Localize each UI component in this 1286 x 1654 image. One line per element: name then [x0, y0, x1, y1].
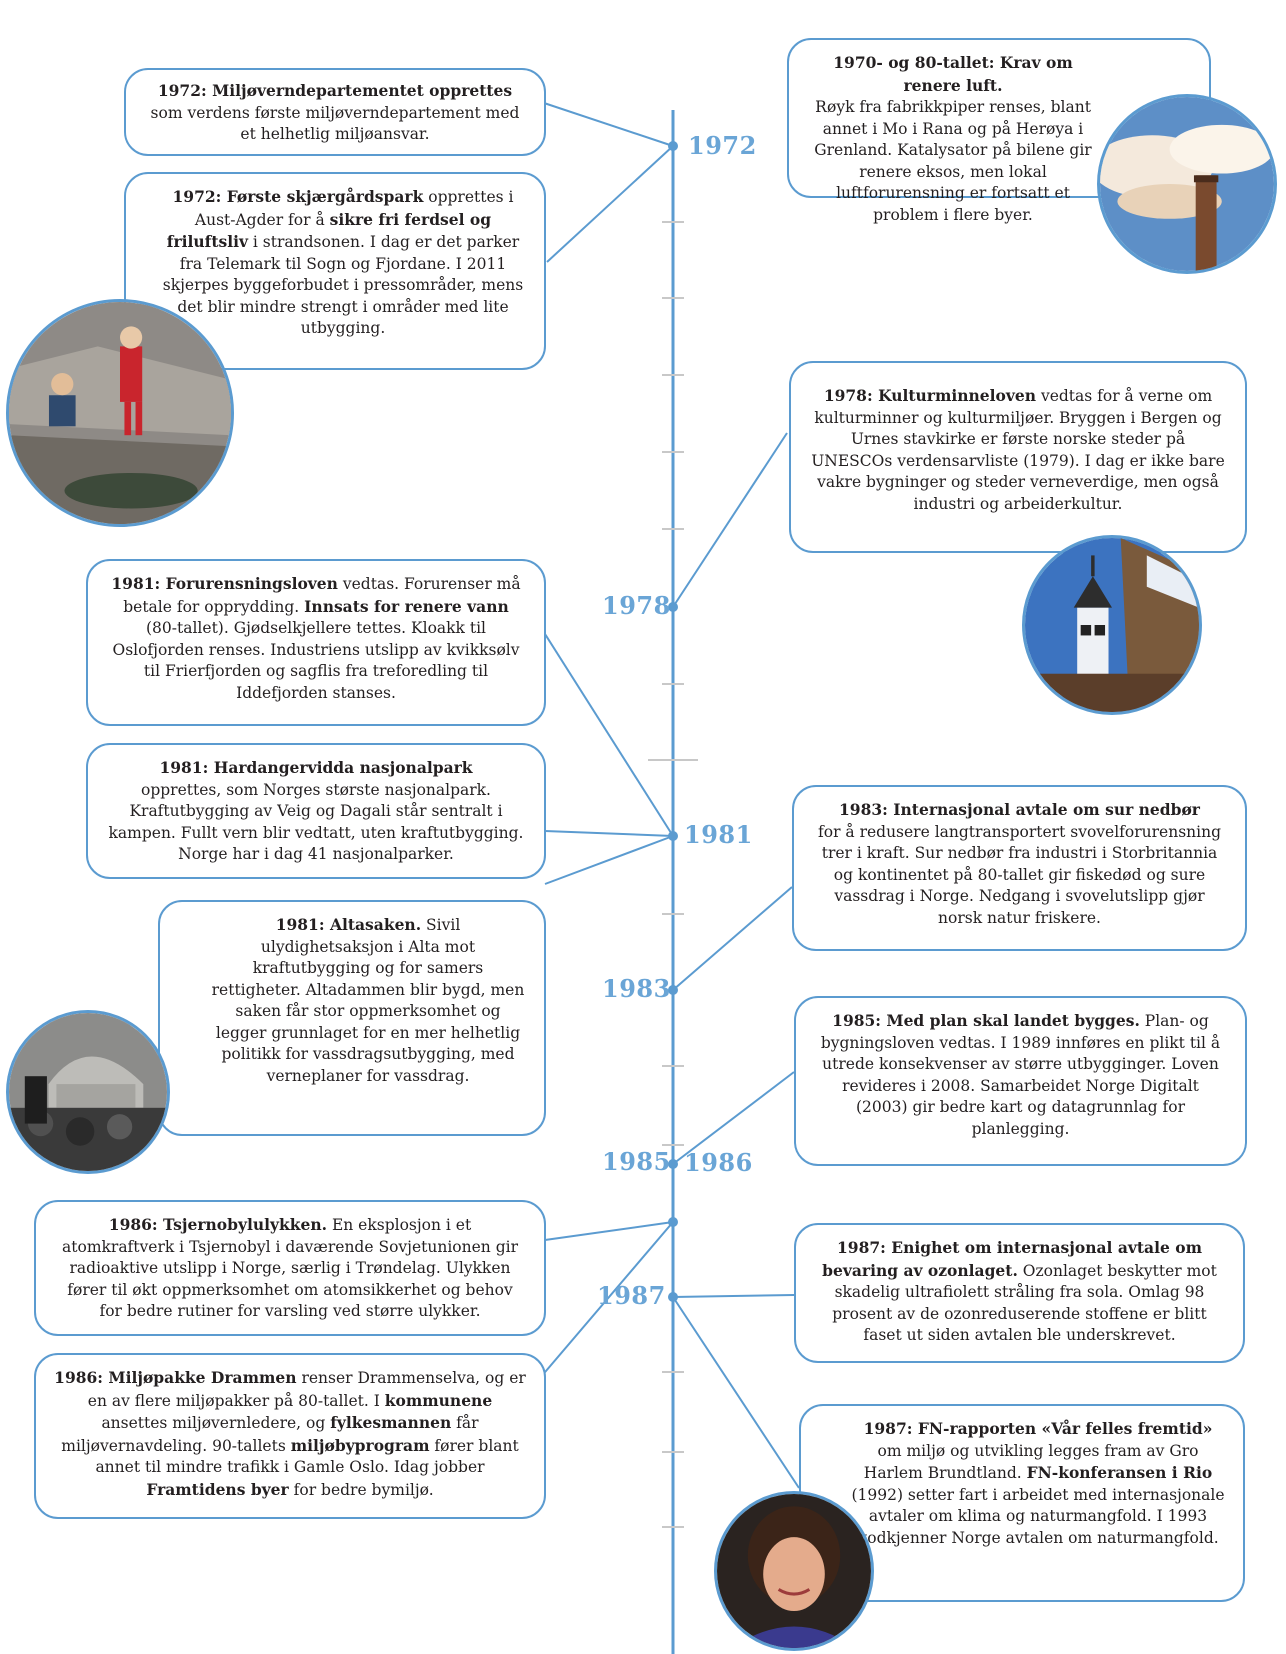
event-text: vedtas. Forurenser må betale for opprydd…	[123, 575, 521, 616]
event-1981-hardangervidda: 1981: Hardangervidda nasjonalpark oppret…	[86, 743, 546, 879]
connector-lines	[539, 102, 800, 1489]
event-1985-planning-act: 1985: Med plan skal landet bygges. Plan-…	[794, 996, 1247, 1166]
event-highlight: Framtidens byer	[146, 1479, 289, 1499]
year-label-1985: 1985	[602, 1147, 671, 1176]
year-label-1981: 1981	[684, 820, 753, 849]
event-title: 1987: FN-rapporten «Vår felles fremtid»	[863, 1419, 1213, 1438]
event-highlight: fylkesmannen	[330, 1413, 452, 1432]
event-1972-ministry: 1972: Miljøverndepartementet opprettes s…	[124, 68, 546, 156]
event-title: 1981: Forurensningsloven	[111, 574, 338, 593]
event-1981-alta: 1981: Altasaken. Sivil ulydighetsaksjon …	[158, 900, 546, 1136]
event-highlight: miljøbyprogram	[290, 1435, 430, 1455]
event-highlight: Innsats for renere vann	[304, 596, 509, 616]
event-text: renser Drammenselva, og er en av flere m…	[87, 1369, 526, 1410]
event-title: 1981: Altasaken.	[275, 915, 422, 934]
event-title: 1981: Hardangervidda nasjonalpark	[159, 758, 473, 777]
year-label-1986: 1986	[684, 1148, 753, 1177]
event-1986-chernobyl: 1986: Tsjernobylulykken. En eksplosjon i…	[34, 1200, 546, 1336]
event-text: Sivil ulydighetsaksjon i Alta mot kraftu…	[211, 916, 525, 1085]
event-text: for bedre bymiljø.	[288, 1480, 434, 1499]
event-title: 1983: Internasjonal avtale om sur nedbør	[839, 800, 1200, 819]
event-text: opprettes i Aust-Agder for å	[194, 188, 514, 229]
event-text: for å redusere langtransportert svovelfo…	[818, 822, 1221, 927]
event-text: opprettes, som Norges største nasjonalpa…	[108, 780, 524, 864]
event-highlight: FN-konferansen i Rio	[1026, 1463, 1213, 1482]
event-text: Ozonlaget beskytter mot skadelig ultrafi…	[832, 1261, 1217, 1345]
photo-alta-protest	[6, 1010, 170, 1174]
event-text: (1992) setter fart i arbeidet med intern…	[851, 1485, 1225, 1547]
event-1983-acid-rain: 1983: Internasjonal avtale om sur nedbør…	[792, 785, 1247, 951]
event-text: vedtas for å verne om kulturminner og ku…	[811, 387, 1225, 513]
event-title: 1986: Miljøpakke Drammen	[54, 1368, 297, 1387]
event-text: om miljø og utvikling legges fram av Gro…	[863, 1441, 1199, 1483]
event-1987-ozone: 1987: Enighet om internasjonal avtale om…	[794, 1223, 1245, 1363]
event-text: fører blant annet til mindre trafikk i G…	[95, 1436, 519, 1477]
event-text: (80-tallet). Gjødselkjellere tettes. Klo…	[112, 619, 520, 702]
event-title: 1986: Tsjernobylulykken.	[108, 1215, 328, 1234]
photo-gro-harlem-brundtland	[714, 1491, 874, 1651]
event-text: Røyk fra fabrikkpiper renses, blant anne…	[814, 98, 1092, 224]
photo-church-tower	[1022, 535, 1202, 715]
year-label-1983: 1983	[602, 974, 671, 1003]
event-1986-drammen: 1986: Miljøpakke Drammen renser Drammens…	[34, 1353, 546, 1519]
year-label-1978: 1978	[602, 591, 671, 620]
event-title: 1978: Kulturminneloven	[823, 386, 1037, 405]
event-text: som verdens første miljøverndepartement …	[150, 103, 520, 144]
event-1978-cultural-heritage: 1978: Kulturminneloven vedtas for å vern…	[789, 361, 1247, 553]
event-text: ansettes miljøvernledere, og	[101, 1414, 331, 1432]
event-title: 1985: Med plan skal landet bygges.	[832, 1011, 1140, 1030]
event-text: får miljøvernavdeling. 90-tallets	[61, 1414, 479, 1455]
event-1981-pollution-act: 1981: Forurensningsloven vedtas. Foruren…	[86, 559, 546, 726]
event-title: 1972: Miljøverndepartementet opprettes	[157, 81, 513, 100]
event-text: En eksplosjon i et atomkraftverk i Tsjer…	[62, 1216, 518, 1320]
event-text: i strandsonen. I dag er det parker fra T…	[162, 233, 524, 337]
photo-factory-chimney	[1097, 94, 1277, 274]
event-title: 1970- og 80-tallet: Krav om renere luft.	[833, 53, 1073, 95]
event-highlight: kommunene	[384, 1390, 493, 1410]
event-text: Plan- og bygningsloven vedtas. I 1989 in…	[820, 1012, 1221, 1138]
event-1972-archipelago-park: 1972: Første skjærgårdspark opprettes i …	[124, 172, 546, 370]
timeline-ticks	[648, 221, 698, 1528]
timeline-dots	[668, 141, 678, 1302]
event-title: 1972: Første skjærgårdspark	[172, 187, 424, 206]
year-label-1987: 1987	[597, 1281, 666, 1310]
event-highlight: sikre fri ferdsel og friluftsliv	[166, 209, 492, 252]
year-label-1972: 1972	[688, 131, 757, 160]
event-title: 1987: Enighet om internasjonal avtale om…	[822, 1238, 1202, 1280]
photo-children-on-rocks	[6, 299, 234, 527]
